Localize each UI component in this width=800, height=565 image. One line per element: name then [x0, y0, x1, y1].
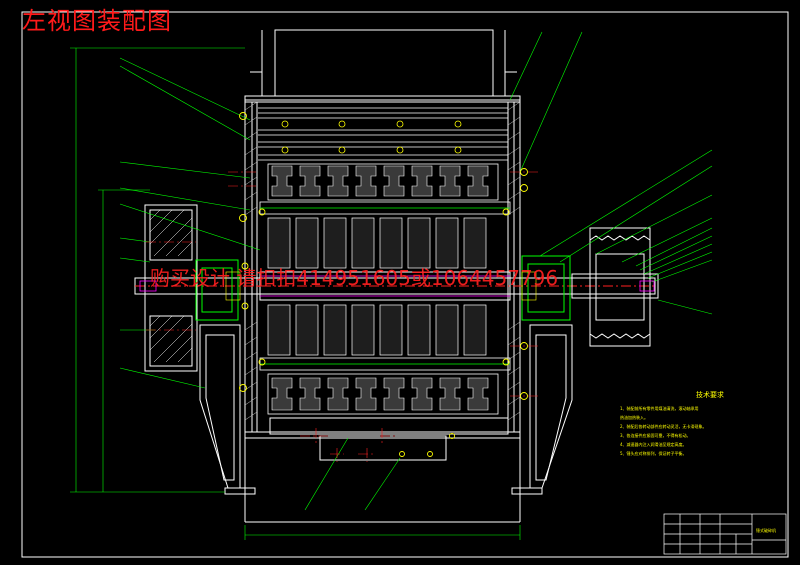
drawing-frame	[21, 11, 789, 558]
left-flywheel-hatch	[149, 209, 193, 363]
rotor-plates-upper	[267, 217, 487, 269]
v-belt-pulley	[571, 227, 659, 347]
tech-note-line: 3、各连接件应紧固可靠，不得有松动。	[620, 433, 691, 438]
tech-note-line: 2、装配后各转动部件应转动灵活，无卡滞现象。	[620, 424, 707, 429]
tech-note-line: 4、减速器内注入润滑油至规定高度。	[620, 442, 687, 447]
crusher-housing	[244, 95, 521, 439]
rotor-bar-lower	[259, 357, 511, 371]
upper-plates	[258, 107, 508, 161]
left-bearing-housing	[195, 259, 239, 321]
upper-bolts	[281, 120, 462, 154]
hammer-row-top	[267, 163, 499, 201]
main-shaft	[134, 271, 656, 301]
hammer-row-top-cells	[271, 165, 489, 197]
shaft-keys	[139, 275, 655, 297]
feed-hopper	[250, 29, 517, 97]
dimension-lines	[70, 47, 521, 540]
title-block	[663, 513, 787, 555]
wall-hatching	[244, 101, 521, 421]
title-block-label: 锤式破碎机	[756, 528, 776, 533]
discharge-section	[244, 417, 521, 523]
tech-note-line: 1、装配前所有零件用煤油清洗，滚动轴承用	[620, 406, 699, 411]
rotor-bar-upper	[259, 201, 511, 215]
shaft-seal-lines	[225, 271, 537, 301]
drawing-title: 左视图装配图	[22, 7, 172, 35]
hammer-row-bottom	[267, 373, 499, 415]
right-support	[511, 324, 573, 495]
tech-note-line: 5、锤头应对称排列，保证转子平衡。	[620, 451, 687, 456]
watermark-text: 购买设计 请扣扣414951605或1064457796	[150, 266, 559, 290]
leader-lines	[119, 31, 713, 511]
left-support	[199, 324, 256, 495]
rotor-plates-lower	[267, 304, 487, 356]
technical-requirements: 技术要求 1、装配前所有零件用煤油清洗，滚动轴承用 热油加热装入。 2、装配后各…	[620, 390, 780, 458]
tech-notes-heading: 技术要求	[696, 391, 724, 399]
hardware-bolts	[239, 112, 528, 457]
center-lines	[146, 171, 538, 462]
hammer-row-bottom-cells	[271, 377, 489, 411]
left-flywheel	[144, 204, 198, 372]
tech-note-line: 热油加热装入。	[620, 415, 648, 420]
